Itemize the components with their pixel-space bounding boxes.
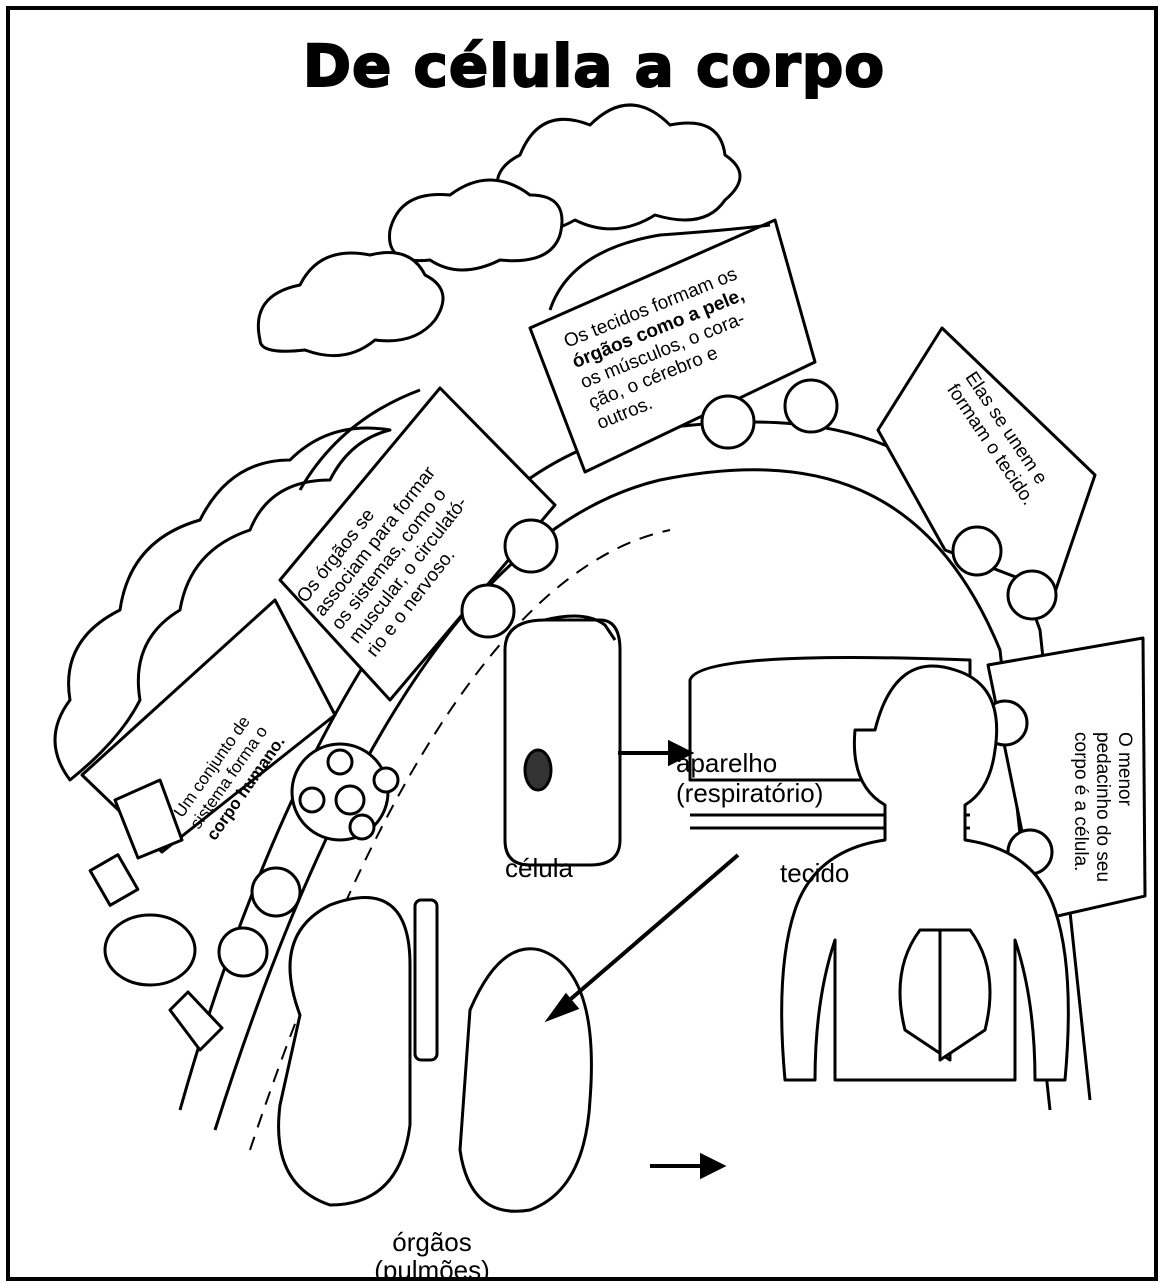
page-title: De célula a corpo xyxy=(10,32,1158,100)
card-line: O menor xyxy=(1113,732,1135,882)
card-line: pedacinho do seu xyxy=(1091,732,1113,882)
label-line: (pulmões) xyxy=(362,1256,502,1281)
cell-drawing xyxy=(505,620,620,865)
arrow-tissue-to-organs xyxy=(558,855,738,1010)
label-organs: órgãos (pulmões) xyxy=(362,1228,502,1281)
illustration xyxy=(10,10,1158,1281)
label-cell: célula xyxy=(505,853,573,883)
cloud-shape xyxy=(258,253,443,356)
lung-left xyxy=(279,898,410,1206)
diagram-frame: De célula a corpo Os tecidos formam os ó… xyxy=(6,6,1158,1281)
label-tissue: tecido xyxy=(780,858,849,888)
card-text-cell: O menor pedacinho do seu corpo é a célul… xyxy=(1069,732,1135,882)
label-line: órgãos xyxy=(362,1228,502,1256)
label-system: aparelho (respiratório) xyxy=(676,748,823,808)
label-line: aparelho xyxy=(676,748,823,778)
label-line: (respiratório) xyxy=(676,778,823,808)
trachea xyxy=(415,900,437,1060)
card-line: corpo é a célula. xyxy=(1069,732,1091,882)
lung-right xyxy=(460,949,591,1212)
